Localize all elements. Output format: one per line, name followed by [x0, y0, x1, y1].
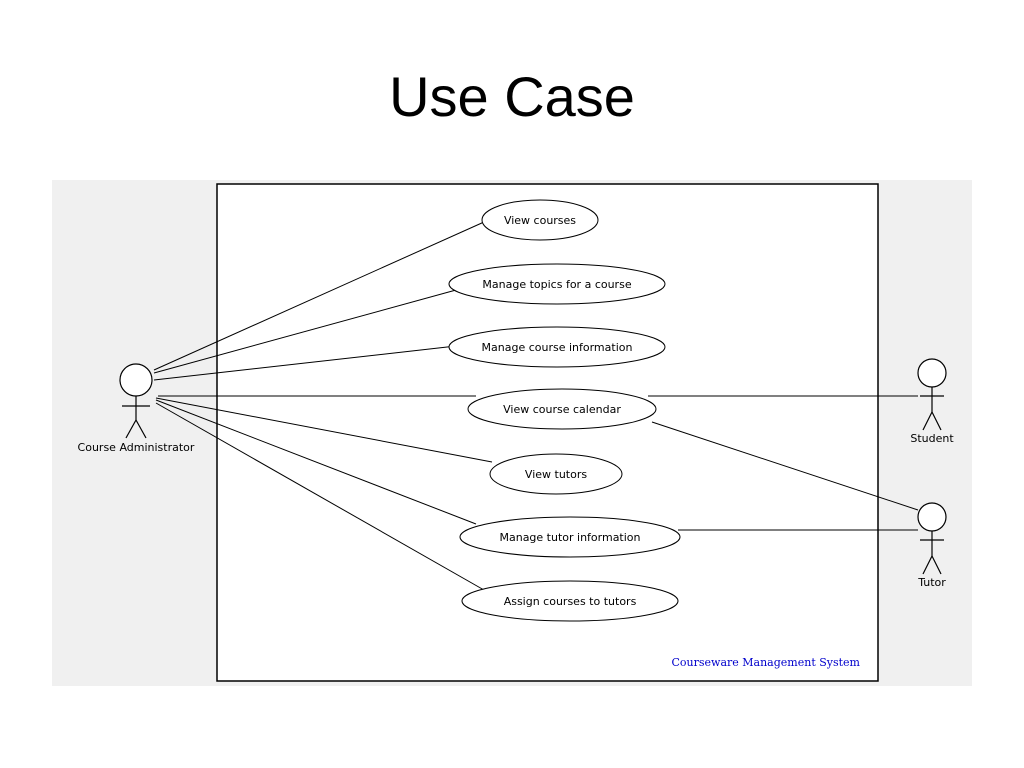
use-case-label: View tutors	[525, 468, 587, 481]
association-line	[155, 397, 493, 463]
actor-label: Course Administrator	[78, 441, 195, 454]
association-line	[155, 402, 485, 591]
use-case-manage-course-info[interactable]: Manage course information	[448, 326, 666, 368]
association-line	[153, 289, 457, 374]
use-case-label: View course calendar	[503, 403, 621, 416]
admin-associations	[153, 221, 493, 591]
stick-figure-icon	[119, 363, 153, 439]
actor-course-administrator[interactable]: Course Administrator	[78, 363, 195, 454]
association-line	[155, 399, 477, 525]
actor-student[interactable]: Student	[910, 358, 954, 445]
slide-title: Use Case	[389, 65, 635, 128]
association-line	[153, 221, 485, 371]
other-associations	[648, 395, 919, 531]
use-case-diagram: Courseware Management System View	[78, 183, 954, 682]
system-boundary-label: Courseware Management System	[672, 656, 861, 669]
use-case-label: Manage tutor information	[499, 531, 640, 544]
use-case-view-course-calendar[interactable]: View course calendar	[467, 388, 657, 430]
use-case-label: Manage course information	[482, 341, 633, 354]
actor-label: Student	[910, 432, 954, 445]
use-case-label: Manage topics for a course	[482, 278, 631, 291]
use-case-view-tutors[interactable]: View tutors	[489, 453, 623, 495]
use-case-label: Assign courses to tutors	[504, 595, 637, 608]
use-case-label: View courses	[504, 214, 576, 227]
stick-figure-icon	[917, 358, 947, 431]
use-case-manage-tutor-info[interactable]: Manage tutor information	[459, 516, 681, 558]
association-line	[153, 345, 457, 381]
actor-tutor[interactable]: Tutor	[917, 502, 947, 589]
use-case-assign-courses[interactable]: Assign courses to tutors	[461, 580, 679, 622]
use-case-view-courses[interactable]: View courses	[481, 199, 599, 241]
diagram-panel: Courseware Management System View	[52, 180, 972, 686]
association-line	[651, 421, 919, 511]
stick-figure-icon	[917, 502, 947, 575]
use-case-manage-topics[interactable]: Manage topics for a course	[448, 263, 666, 305]
actor-label: Tutor	[917, 576, 946, 589]
